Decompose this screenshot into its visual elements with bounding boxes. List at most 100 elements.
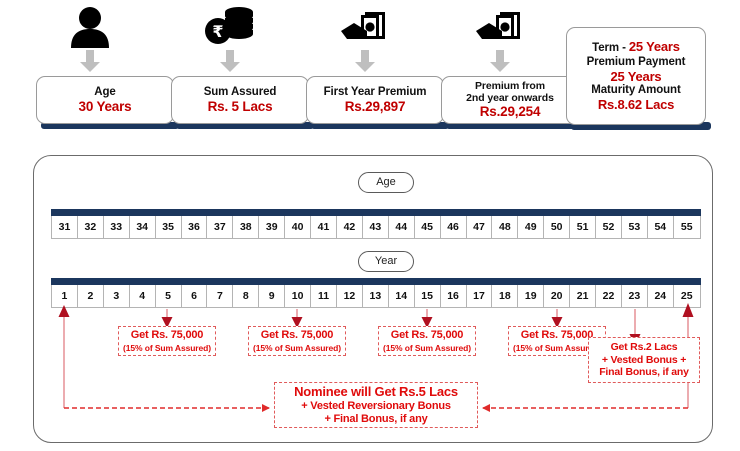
year-cell: 20 — [544, 285, 571, 307]
age-cell: 40 — [285, 216, 312, 238]
year-cell: 21 — [570, 285, 597, 307]
age-cell: 41 — [311, 216, 337, 238]
payout-note: (15% of Sum Assured) — [383, 342, 471, 353]
age-cell: 43 — [362, 216, 389, 238]
grey-down-arrow-icon — [354, 50, 376, 72]
year-cell: 15 — [414, 285, 441, 307]
death-benefit-callout: Nominee will Get Rs.5 Lacs + Vested Reve… — [274, 382, 478, 428]
grey-down-arrow-icon — [219, 50, 241, 72]
card-shadow — [571, 122, 711, 130]
card-value: Rs. 5 Lacs — [207, 98, 273, 114]
year-cell: 2 — [77, 285, 104, 307]
premium-payment-value: 25 Years — [610, 69, 662, 85]
card-value: Rs.29,897 — [344, 98, 406, 114]
age-cell: 38 — [233, 216, 260, 238]
cash-in-hand-icon — [331, 4, 399, 48]
year-cell: 25 — [673, 285, 700, 307]
nominee-line-2: + Vested Reversionary Bonus — [301, 399, 451, 412]
year-cell: 11 — [311, 285, 337, 307]
year-cell: 5 — [155, 285, 182, 307]
year-cell: 19 — [518, 285, 545, 307]
grey-down-arrow-icon — [489, 50, 511, 72]
year-cell: 12 — [336, 285, 363, 307]
year-cell: 9 — [259, 285, 286, 307]
maturity-line-2: + Vested Bonus + — [601, 353, 687, 366]
maturity-line-1: Get Rs.2 Lacs — [610, 340, 678, 353]
year-cell: 3 — [103, 285, 130, 307]
year-strip-bar — [51, 278, 701, 285]
card-value: 30 Years — [78, 98, 132, 114]
payout-callout-year-10: Get Rs. 75,000 (15% of Sum Assured) — [248, 326, 346, 356]
age-cell: 32 — [77, 216, 104, 238]
payout-amount: Get Rs. 75,000 — [520, 329, 594, 342]
cash-in-hand-icon — [466, 4, 534, 48]
year-cell: 18 — [492, 285, 519, 307]
year-cell: 4 — [129, 285, 156, 307]
summary-card-first-year-premium: First Year Premium Rs.29,897 — [306, 76, 444, 124]
nominee-line-1: Nominee will Get Rs.5 Lacs — [294, 383, 458, 399]
age-cell: 31 — [52, 216, 78, 238]
age-cell: 35 — [155, 216, 182, 238]
card-value: Rs.29,254 — [479, 104, 541, 120]
person-icon — [56, 4, 124, 48]
year-cell: 14 — [388, 285, 415, 307]
payout-amount: Get Rs. 75,000 — [390, 329, 464, 342]
age-cell: 34 — [129, 216, 156, 238]
age-cell: 44 — [388, 216, 415, 238]
age-cell: 48 — [492, 216, 519, 238]
year-cell: 1 — [52, 285, 78, 307]
age-strip-bar — [51, 209, 701, 216]
grey-down-arrow-icon — [79, 50, 101, 72]
rupee-coins-icon: ₹ — [196, 4, 264, 48]
age-pill-label: Age — [358, 172, 414, 193]
card-label-line1: Premium from — [475, 80, 545, 92]
maturity-benefit-callout: Get Rs.2 Lacs + Vested Bonus + Final Bon… — [588, 337, 700, 383]
age-cell: 45 — [414, 216, 441, 238]
card-shadow — [176, 122, 314, 129]
year-cell: 17 — [466, 285, 493, 307]
age-cell: 39 — [259, 216, 286, 238]
age-cell: 50 — [544, 216, 571, 238]
year-cell: 22 — [596, 285, 622, 307]
year-cell: 6 — [181, 285, 208, 307]
year-cell: 10 — [285, 285, 312, 307]
card-shadow — [446, 122, 584, 129]
age-cell: 37 — [207, 216, 234, 238]
payout-amount: Get Rs. 75,000 — [260, 329, 334, 342]
payout-callout-year-5: Get Rs. 75,000 (15% of Sum Assured) — [118, 326, 216, 356]
card-label-line2: 2nd year onwards — [466, 92, 554, 105]
payout-callout-year-15: Get Rs. 75,000 (15% of Sum Assured) — [378, 326, 476, 356]
card-shadow — [41, 122, 179, 129]
year-cell: 23 — [621, 285, 648, 307]
summary-card-term-maturity: Term - 25 Years Premium Payment 25 Years… — [566, 27, 706, 125]
age-cell: 53 — [621, 216, 648, 238]
year-cell: 13 — [362, 285, 389, 307]
card-label: First Year Premium — [323, 85, 427, 98]
card-label: Age — [94, 85, 116, 98]
age-cell: 47 — [466, 216, 493, 238]
nominee-line-3: + Final Bonus, if any — [324, 412, 428, 425]
card-label: Sum Assured — [203, 85, 277, 98]
term-value: 25 Years — [628, 39, 680, 55]
payout-note: (15% of Sum Assured) — [123, 342, 211, 353]
age-cell: 54 — [647, 216, 674, 238]
age-cell: 49 — [518, 216, 545, 238]
year-cell: 8 — [233, 285, 260, 307]
age-cell: 36 — [181, 216, 208, 238]
age-cell: 33 — [103, 216, 130, 238]
card-shadow — [311, 122, 449, 129]
year-cell: 7 — [207, 285, 234, 307]
maturity-amount-label: Maturity Amount — [591, 84, 681, 97]
payout-note: (15% of Sum Assured) — [513, 342, 601, 353]
age-cell: 51 — [570, 216, 597, 238]
maturity-amount-value: Rs.8.62 Lacs — [597, 97, 675, 113]
premium-payment-label: Premium Payment — [586, 55, 686, 68]
summary-card-renewal-premium: Premium from 2nd year onwards Rs.29,254 — [441, 76, 579, 124]
year-pill-label: Year — [358, 251, 414, 272]
year-cell: 16 — [440, 285, 467, 307]
age-cell: 46 — [440, 216, 467, 238]
age-cell: 52 — [596, 216, 622, 238]
summary-card-sum-assured: Sum Assured Rs. 5 Lacs — [171, 76, 309, 124]
